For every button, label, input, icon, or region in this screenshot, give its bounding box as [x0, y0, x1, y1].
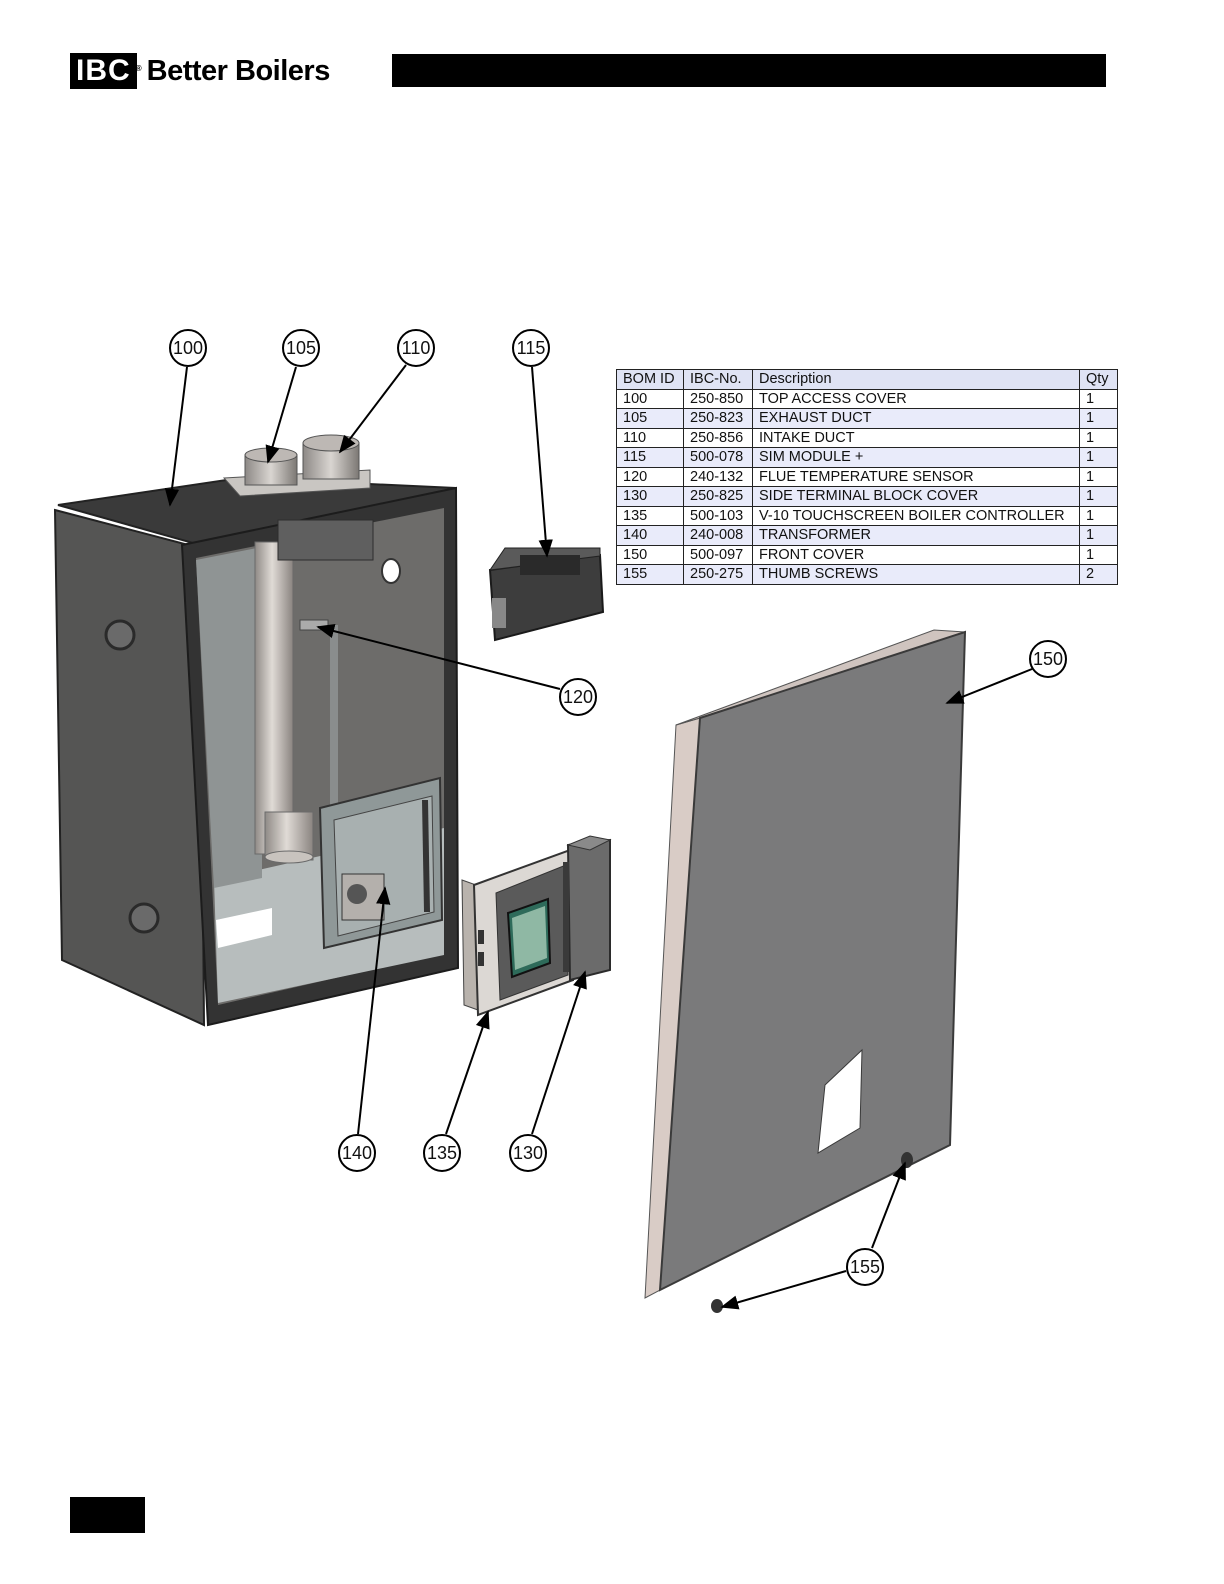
leader-lines [164, 364, 1033, 1310]
bom-desc: FLUE TEMPERATURE SENSOR [752, 466, 1080, 487]
callout-135: 135 [423, 1134, 461, 1172]
callout-130: 130 [509, 1134, 547, 1172]
svg-text:140: 140 [342, 1143, 372, 1163]
bom-part: 250-823 [683, 408, 753, 429]
touchscreen-controller [461, 848, 575, 1017]
callout-105: 105 [282, 329, 320, 367]
callout-110: 110 [397, 329, 435, 367]
bom-id: 135 [616, 505, 684, 526]
bom-col-desc: Description [752, 369, 1080, 390]
svg-text:120: 120 [563, 687, 593, 707]
bom-part: 250-825 [683, 486, 753, 507]
table-row: 120 240-132 FLUE TEMPERATURE SENSOR 1 [616, 466, 1118, 487]
bom-part: 240-008 [683, 525, 753, 546]
bom-qty: 1 [1079, 408, 1118, 429]
logo-text: Better Boilers [146, 54, 331, 87]
table-row: 105 250-823 EXHAUST DUCT 1 [616, 408, 1118, 429]
ibc-logo: IBC ® Better Boilers [70, 52, 330, 90]
front-cover [644, 629, 967, 1299]
bom-col-part: IBC-No. [683, 369, 753, 390]
bom-qty: 1 [1079, 505, 1118, 526]
bom-desc: SIM MODULE + [752, 447, 1080, 468]
bom-id: 150 [616, 544, 684, 565]
table-row: 115 500-078 SIM MODULE + 1 [616, 447, 1118, 468]
registered-mark: ® [135, 64, 143, 73]
bom-desc: TOP ACCESS COVER [752, 388, 1080, 409]
bom-desc: SIDE TERMINAL BLOCK COVER [752, 486, 1080, 507]
bom-desc: THUMB SCREWS [752, 564, 1080, 585]
callout-115: 115 [512, 329, 550, 367]
svg-text:115: 115 [517, 338, 546, 358]
callout-150: 150 [1029, 640, 1067, 678]
table-row: 130 250-825 SIDE TERMINAL BLOCK COVER 1 [616, 486, 1118, 507]
bom-id: 100 [616, 388, 684, 409]
bom-desc: INTAKE DUCT [752, 427, 1080, 448]
bom-qty: 1 [1079, 388, 1118, 409]
bom-part: 500-078 [683, 447, 753, 468]
bom-col-id: BOM ID [616, 369, 684, 390]
bom-id: 120 [616, 466, 684, 487]
bom-qty: 1 [1079, 447, 1118, 468]
table-row: 150 500-097 FRONT COVER 1 [616, 544, 1118, 565]
sim-module [488, 547, 605, 642]
bom-qty: 2 [1079, 564, 1118, 585]
bom-desc: FRONT COVER [752, 544, 1080, 565]
bom-part: 250-275 [683, 564, 753, 585]
logo-mark: IBC ® [70, 53, 142, 89]
header-bar [392, 54, 1106, 87]
svg-text:150: 150 [1033, 649, 1063, 669]
bom-desc: TRANSFORMER [752, 525, 1080, 546]
svg-text:105: 105 [286, 338, 316, 358]
bom-part: 250-856 [683, 427, 753, 448]
svg-text:110: 110 [402, 338, 431, 358]
exhaust-intake-ducts [222, 434, 371, 497]
callout-140: 140 [338, 1134, 376, 1172]
bom-part: 250-850 [683, 388, 753, 409]
footer-page-block [70, 1497, 145, 1533]
bom-header-row: BOM ID IBC-No. Description Qty [616, 369, 1118, 390]
bom-qty: 1 [1079, 486, 1118, 507]
bom-table: BOM ID IBC-No. Description Qty 100 250-8… [616, 369, 1118, 585]
bom-desc: V-10 TOUCHSCREEN BOILER CONTROLLER [752, 505, 1080, 526]
table-row: 155 250-275 THUMB SCREWS 2 [616, 564, 1118, 585]
callout-120: 120 [559, 678, 597, 716]
table-row: 135 500-103 V-10 TOUCHSCREEN BOILER CONT… [616, 505, 1118, 526]
bom-id: 155 [616, 564, 684, 585]
bom-desc: EXHAUST DUCT [752, 408, 1080, 429]
side-terminal-block-cover [563, 835, 612, 982]
bom-part: 240-132 [683, 466, 753, 487]
table-row: 110 250-856 INTAKE DUCT 1 [616, 427, 1118, 448]
svg-text:155: 155 [850, 1257, 880, 1277]
bom-id: 115 [616, 447, 684, 468]
bom-qty: 1 [1079, 544, 1118, 565]
bom-id: 130 [616, 486, 684, 507]
callout-100: 100 [169, 329, 207, 367]
svg-text:100: 100 [173, 338, 203, 358]
bom-col-qty: Qty [1079, 369, 1118, 390]
bom-id: 140 [616, 525, 684, 546]
bom-qty: 1 [1079, 427, 1118, 448]
svg-text:135: 135 [427, 1143, 457, 1163]
boiler-cabinet [53, 476, 460, 1027]
bom-id: 110 [616, 427, 684, 448]
bom-part: 500-103 [683, 505, 753, 526]
bom-qty: 1 [1079, 466, 1118, 487]
callout-155: 155 [846, 1248, 884, 1286]
table-row: 140 240-008 TRANSFORMER 1 [616, 525, 1118, 546]
bom-id: 105 [616, 408, 684, 429]
bom-qty: 1 [1079, 525, 1118, 546]
table-row: 100 250-850 TOP ACCESS COVER 1 [616, 388, 1118, 409]
bom-part: 500-097 [683, 544, 753, 565]
svg-text:130: 130 [513, 1143, 543, 1163]
